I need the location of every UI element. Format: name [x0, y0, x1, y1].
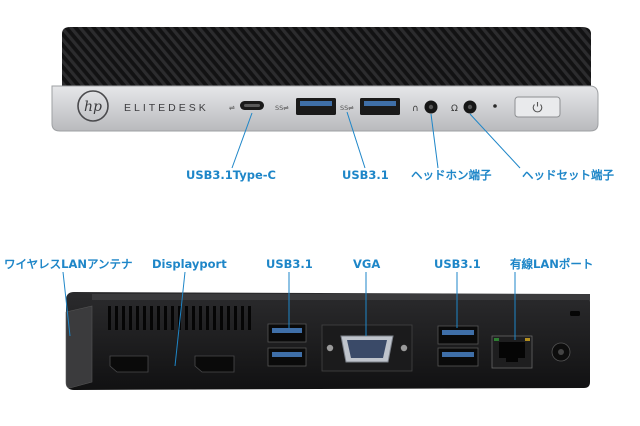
model-name: ELITEDESK — [124, 102, 209, 114]
label-headset: ヘッドセット端子 — [522, 168, 614, 182]
usb-c-port: ⇌ — [229, 101, 264, 112]
displayport-1 — [109, 355, 149, 373]
usb-a-port-front-2: SS⇌ — [340, 98, 400, 115]
ethernet-port — [491, 335, 533, 369]
hp-logo-text: hp — [84, 99, 102, 115]
front-panel-view: hp ELITEDESK ⇌ SS⇌ SS⇌ ∩ Ω — [51, 27, 599, 132]
usb-port-rear-right-top — [437, 325, 479, 345]
drive-led — [493, 104, 497, 108]
usb-port-rear-right-bottom — [437, 347, 479, 367]
vga-port — [321, 324, 413, 372]
rear-vent-grille — [108, 306, 251, 330]
label-usb-rear-left: USB3.1 — [266, 257, 313, 271]
headphone-jack: ∩ — [412, 100, 438, 114]
svg-text:SS⇌: SS⇌ — [340, 104, 354, 112]
svg-text:∩: ∩ — [412, 104, 419, 114]
usb-port-rear-left-top — [267, 323, 307, 343]
power-button[interactable] — [514, 96, 561, 118]
label-vga: VGA — [353, 257, 381, 271]
headset-jack: Ω — [451, 100, 477, 114]
label-lan: 有線LANポート — [510, 257, 594, 271]
svg-text:Ω: Ω — [451, 104, 458, 114]
label-usb-rear-right: USB3.1 — [434, 257, 481, 271]
label-usb-c: USB3.1Type-C — [186, 168, 276, 182]
label-displayport: Displayport — [152, 257, 227, 271]
usb-a-port-front-1: SS⇌ — [275, 98, 336, 115]
security-lock-slot — [570, 311, 580, 316]
label-usb-front: USB3.1 — [342, 168, 389, 182]
hp-logo — [77, 90, 109, 122]
label-headphone: ヘッドホン端子 — [411, 168, 492, 182]
svg-text:SS⇌: SS⇌ — [275, 104, 289, 112]
usb-port-rear-left-bottom — [267, 347, 307, 367]
svg-text:⇌: ⇌ — [229, 104, 235, 112]
displayport-2 — [194, 355, 235, 373]
power-connector — [551, 342, 571, 362]
wireless-antenna-cover — [65, 305, 93, 389]
chassis-top-vent — [62, 27, 591, 90]
label-wireless-antenna: ワイヤレスLANアンテナ — [4, 257, 133, 271]
